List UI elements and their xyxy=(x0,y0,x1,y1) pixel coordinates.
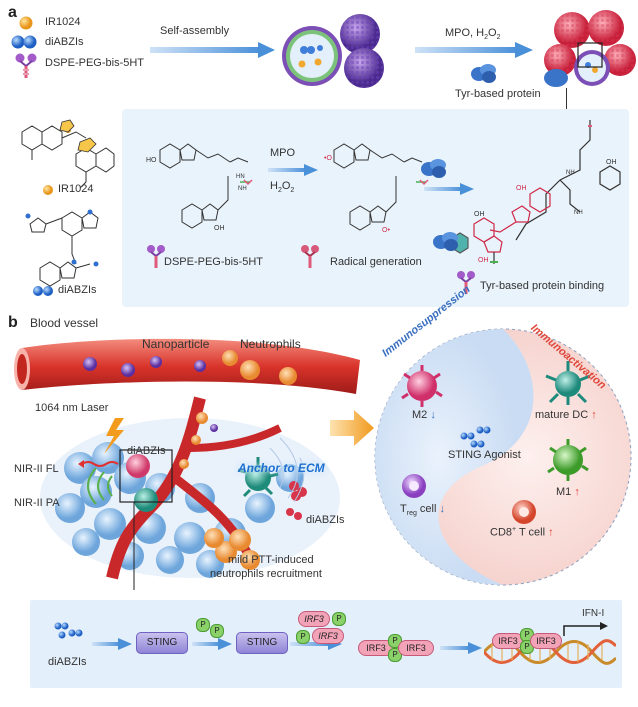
mpo-reaction-arrow xyxy=(268,163,318,176)
h2o2-label: H2O2 xyxy=(270,180,295,195)
phosphate-4: P xyxy=(296,630,310,644)
sting-box-2: STING xyxy=(236,632,288,654)
bound-lipid-icon xyxy=(456,270,476,296)
bound-protein-icon xyxy=(432,230,460,252)
right-diabzis-label: diABZIs xyxy=(306,514,345,526)
svg-text:OH: OH xyxy=(478,257,489,264)
m2-label: M2 ↓ xyxy=(412,409,436,421)
svg-text:O•: O• xyxy=(382,227,390,234)
svg-text:OH: OH xyxy=(606,159,617,166)
sting-agonist-label: STING Agonist xyxy=(448,449,521,461)
sting-box-1: STING xyxy=(136,632,188,654)
binding-label: Tyr-based protein binding xyxy=(480,280,605,292)
dspe-lipid-icon xyxy=(14,52,38,80)
irf3-floating-2: IRF3 xyxy=(312,628,344,644)
ifn-label: IFN-I xyxy=(582,608,605,619)
dspe-bottom-icon xyxy=(146,244,166,270)
svg-text:•O: •O xyxy=(324,155,332,162)
nanoparticle-label: Nanoparticle xyxy=(142,337,210,351)
m1-label: M1 ↑ xyxy=(556,486,580,498)
legend-dspe-label: DSPE-PEG-bis-5HT xyxy=(45,57,145,69)
irf3-floating-1: IRF3 xyxy=(298,611,330,627)
panel-b-letter: b xyxy=(8,314,18,331)
chemical-structures-column xyxy=(10,112,118,292)
dspe-bottom-label: DSPE-PEG-bis-5HT xyxy=(164,256,264,268)
panel-a-letter: a xyxy=(8,4,17,21)
neutrophils-label: Neutrophils xyxy=(240,337,301,351)
bound-structure: OH OH OH OH NH NH xyxy=(430,112,628,277)
self-assembly-label: Self-assembly xyxy=(160,25,230,37)
tumor-vessel-scene xyxy=(0,328,380,590)
phosphate-2: P xyxy=(210,624,224,638)
pathway-arrow-4 xyxy=(440,641,482,654)
orange-flow-arrow xyxy=(330,408,374,448)
transcription-arrow xyxy=(562,618,612,638)
mpo-label: MPO xyxy=(270,147,296,159)
tyr-protein-label: Tyr-based protein xyxy=(455,88,541,100)
ptt-line2: neutrophils recruitment xyxy=(210,568,322,580)
mpo-h2o2-label: MPO, H2O2 xyxy=(445,27,501,42)
irf3-dna-left: IRF3 xyxy=(492,633,524,649)
svg-text:OH: OH xyxy=(516,185,527,192)
diabzis-small-icon xyxy=(32,284,54,296)
irf3-dimer-left: IRF3 xyxy=(358,640,394,656)
chem-ir1024-label: IR1024 xyxy=(58,183,94,195)
zoom-leader-line xyxy=(566,88,567,110)
laser-label: 1064 nm Laser xyxy=(35,402,109,414)
legend-diabzis-label: diABZIs xyxy=(45,36,84,48)
blood-vessel-label: Blood vessel xyxy=(30,316,99,330)
svg-text:NH: NH xyxy=(574,210,583,216)
binding-reaction-arrow xyxy=(424,182,474,195)
svg-text:HN: HN xyxy=(236,174,245,180)
immune-circle xyxy=(372,326,634,588)
red-nanoparticle-aggregate xyxy=(540,8,636,98)
phosphate-3: P xyxy=(332,612,346,626)
radical-structure: •O O• xyxy=(320,120,440,240)
treg-label: Treg cell ↓ xyxy=(400,503,445,518)
svg-text:OH: OH xyxy=(474,211,485,218)
radical-icon xyxy=(300,244,320,270)
nir-pa-label: NIR-II PA xyxy=(14,497,60,509)
nanoparticle-cluster xyxy=(280,10,390,90)
tyr-protein-icon xyxy=(470,62,498,84)
svg-text:OH: OH xyxy=(214,225,225,232)
ptt-line1: mild PTT-induced xyxy=(228,554,314,566)
ir1024-small-icon xyxy=(42,183,54,195)
phosphate-1: P xyxy=(196,618,210,632)
chem-diabzis-label: diABZIs xyxy=(58,284,97,296)
nir-fl-label: NIR-II FL xyxy=(14,463,59,475)
tumor-diabzis-label: diABZIs xyxy=(127,445,166,457)
svg-text:HO: HO xyxy=(146,157,157,164)
cd8-label: CD8+ T cell ↑ xyxy=(490,526,554,539)
pathway-arrow-1 xyxy=(92,637,132,650)
legend-ir1024-label: IR1024 xyxy=(45,16,81,28)
irf3-dna-right: IRF3 xyxy=(530,633,562,649)
pathway-diabzis-label: diABZIs xyxy=(48,656,87,668)
pathway-diabzis-icon xyxy=(52,620,86,640)
irf3-dimer-right: IRF3 xyxy=(398,640,434,656)
self-assembly-arrow xyxy=(150,42,275,58)
radical-label: Radical generation xyxy=(330,256,422,268)
dspe-structure: HO OH HN NH xyxy=(140,120,260,240)
diabzis-dimer-icon xyxy=(10,34,40,50)
mpo-arrow xyxy=(415,42,533,58)
anchor-ecm-label: Anchor to ECM xyxy=(238,461,325,475)
tyr-protein-small-icon xyxy=(420,157,448,179)
svg-text:NH: NH xyxy=(238,186,247,192)
ir1024-sphere-icon xyxy=(18,15,34,31)
svg-text:NH: NH xyxy=(566,170,575,176)
mature-dc-label: mature DC ↑ xyxy=(535,409,597,421)
pathway-arrow-2 xyxy=(192,637,232,650)
